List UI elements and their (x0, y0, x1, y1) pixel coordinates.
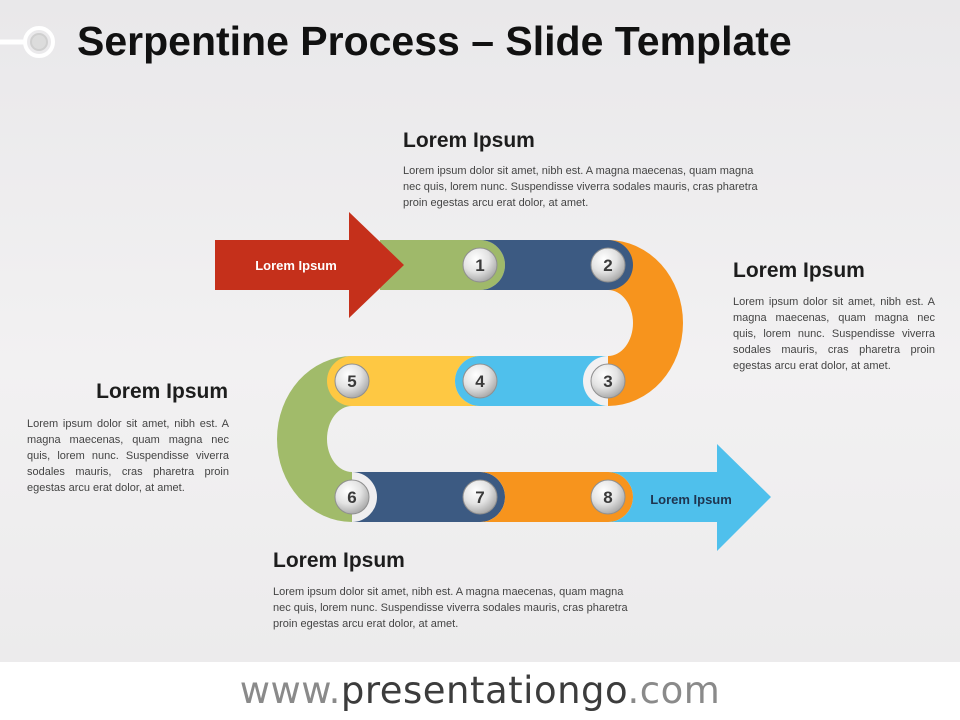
footer-prefix: www. (239, 669, 341, 712)
step-marker-5: 5 (334, 363, 370, 399)
step-number: 3 (603, 372, 612, 391)
right-block-heading: Lorem Ipsum (733, 259, 865, 282)
step-number: 6 (347, 488, 356, 507)
step-marker-4: 4 (462, 363, 498, 399)
right-block-text: Lorem ipsum dolor sit amet, nibh est. A … (733, 296, 935, 372)
step-marker-circle (334, 363, 370, 399)
page-title: Serpentine Process – Slide Template (77, 18, 792, 64)
footer-brand: presentationgo (340, 669, 628, 712)
step-markers: 1 2 3 4 5 6 7 8 (334, 247, 626, 515)
end-arrow (608, 444, 771, 551)
step-number: 8 (603, 488, 612, 507)
footer-suffix: .com (627, 669, 721, 712)
left-block-text: Lorem ipsum dolor sit amet, nibh est. A … (27, 418, 229, 494)
start-arrow-label: Lorem Ipsum (255, 258, 337, 273)
step-marker-circle (590, 363, 626, 399)
step-marker-7: 7 (462, 479, 498, 515)
start-arrow (215, 212, 404, 318)
step-marker-circle (590, 479, 626, 515)
step-marker-1: 1 (462, 247, 498, 283)
step-number: 7 (475, 488, 484, 507)
step-marker-3: 3 (590, 363, 626, 399)
segment-yellow-mid (327, 356, 480, 406)
step-marker-circle (462, 363, 498, 399)
segment-skyblue-mid (455, 356, 608, 406)
top-block-text: Lorem ipsum dolor sit amet, nibh est. A … (403, 165, 758, 209)
step-marker-2: 2 (590, 247, 626, 283)
segment-navy-bottom (352, 472, 505, 522)
step-number: 5 (347, 372, 356, 391)
step-marker-circle (590, 247, 626, 283)
step-marker-circle (462, 247, 498, 283)
step-marker-8: 8 (590, 479, 626, 515)
step-marker-circle (334, 479, 370, 515)
step-marker-6: 6 (334, 479, 370, 515)
bottom-block-text: Lorem ipsum dolor sit amet, nibh est. A … (273, 586, 628, 630)
step-number: 2 (603, 256, 612, 275)
footer-url[interactable]: www.presentationgo.com (0, 662, 960, 720)
slide: Lorem Ipsum Lorem Ipsum 1 2 3 4 5 6 7 8 Serpent… (0, 0, 960, 662)
segment-orange-bottom (480, 472, 633, 522)
step-number: 1 (475, 256, 484, 275)
step-number: 4 (475, 372, 485, 391)
left-block-heading: Lorem Ipsum (96, 380, 228, 403)
segment-navy-top (480, 240, 633, 290)
step-marker-circle (462, 479, 498, 515)
serpentine-diagram: Lorem Ipsum Lorem Ipsum 1 2 3 4 5 6 7 8 (0, 26, 771, 551)
bottom-block-heading: Lorem Ipsum (273, 549, 405, 572)
top-block-heading: Lorem Ipsum (403, 129, 535, 152)
pin-decoration-icon (0, 26, 55, 58)
end-arrow-label: Lorem Ipsum (650, 492, 732, 507)
